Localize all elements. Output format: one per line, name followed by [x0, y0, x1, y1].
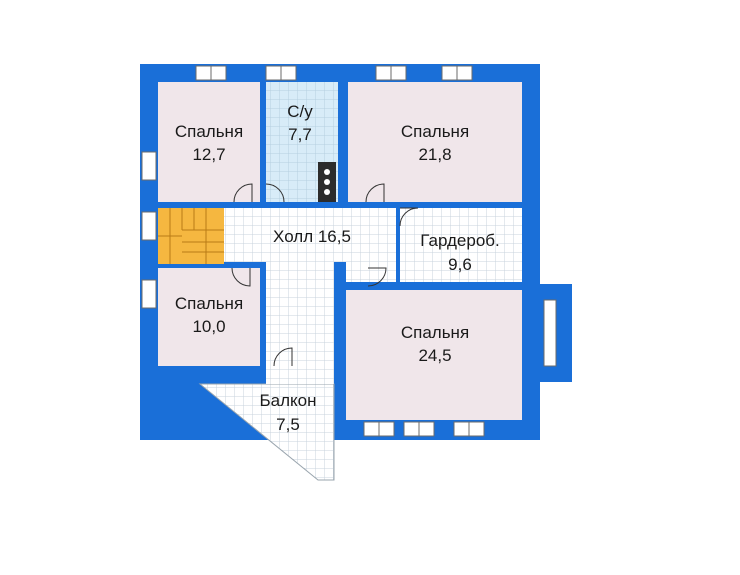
svg-text:7,7: 7,7 — [288, 125, 312, 144]
room-bedroom-2-floor — [348, 82, 522, 202]
room-bedroom-4: Спальня 24,5 — [401, 323, 469, 365]
svg-text:10,0: 10,0 — [192, 317, 225, 336]
room-bedroom-1-floor — [158, 82, 260, 202]
svg-text:Гардероб.: Гардероб. — [420, 231, 500, 250]
svg-text:Холл 16,5: Холл 16,5 — [273, 227, 351, 246]
windows — [141, 65, 485, 437]
room-bedroom-3: Спальня 10,0 — [175, 294, 243, 336]
room-bedroom-4-floor — [346, 290, 522, 420]
svg-text:Спальня: Спальня — [175, 294, 243, 313]
room-bedroom-2: Спальня 21,8 — [401, 122, 469, 164]
room-bedroom-1: Спальня 12,7 — [175, 122, 243, 164]
room-balcony: Балкон 7,5 — [259, 391, 316, 434]
svg-text:21,8: 21,8 — [418, 145, 451, 164]
svg-text:9,6: 9,6 — [448, 255, 472, 274]
svg-text:С/у: С/у — [287, 102, 313, 121]
svg-text:7,5: 7,5 — [276, 415, 300, 434]
svg-text:Спальня: Спальня — [401, 323, 469, 342]
room-wardrobe-floor — [400, 208, 522, 282]
svg-text:24,5: 24,5 — [418, 346, 451, 365]
interior-walls — [158, 82, 522, 420]
chimney-icon — [318, 162, 336, 202]
svg-text:Балкон: Балкон — [259, 391, 316, 410]
room-wardrobe: Гардероб. 9,6 — [420, 231, 500, 274]
door-swings — [231, 183, 419, 367]
svg-text:Спальня: Спальня — [175, 122, 243, 141]
staircase — [158, 208, 224, 264]
room-bathroom: С/у 7,7 — [287, 102, 313, 144]
svg-text:Спальня: Спальня — [401, 122, 469, 141]
balcony-opening — [266, 366, 334, 384]
svg-text:12,7: 12,7 — [192, 145, 225, 164]
room-hall: Холл 16,5 — [273, 227, 351, 246]
